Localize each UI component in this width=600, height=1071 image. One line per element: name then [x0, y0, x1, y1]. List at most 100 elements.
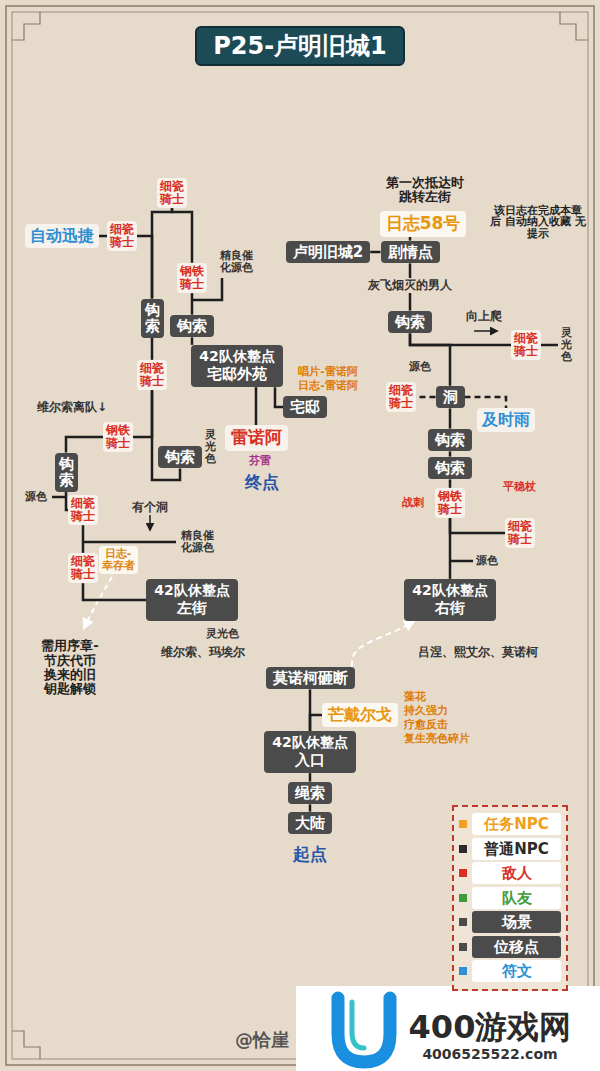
label-text: 灰飞烟灭的男人 — [368, 278, 452, 293]
enemy-box: 细瓷骑士 — [386, 382, 416, 412]
legend-sample: 敌人 — [472, 862, 561, 884]
connector — [449, 518, 452, 579]
scene-box: 莫诺柯砸断 — [266, 667, 355, 690]
label-text: 起点 — [293, 844, 327, 865]
enemy-box: 钢铁骑士 — [103, 422, 133, 452]
scene-box: 钩索 — [55, 453, 78, 492]
scene-box: 洞 — [436, 386, 465, 409]
label-box: 有个洞 — [132, 500, 168, 515]
scene-box: 钩索 — [141, 299, 164, 338]
scene-box: 剧情点 — [381, 241, 440, 264]
rest-point-box: 42队休整点右街 — [404, 579, 495, 621]
scene-box: 钩索 — [428, 429, 472, 452]
label-box: 唱片-雷诺阿 — [298, 365, 358, 379]
node-text: 日志-幸存者 — [102, 548, 135, 572]
label-box: 疗愈反击 — [404, 718, 448, 732]
enemy-box: 细瓷骑士 — [107, 221, 137, 251]
label-text: @恰崖 — [235, 1029, 289, 1052]
label-box: 源色 — [25, 490, 47, 504]
legend-entry: 队友 — [459, 887, 561, 909]
label-box: 战刺 — [402, 496, 424, 510]
node-text: 芒戴尔戈 — [328, 705, 392, 725]
label-box: 需用序章-节庆代币换来的旧钥匙解锁 — [40, 639, 100, 696]
connector — [66, 437, 103, 453]
legend-text: 位移点 — [472, 936, 561, 958]
enemy-box: 细瓷骑士 — [505, 518, 535, 548]
connector — [133, 390, 152, 437]
label-box: 维尔索、玛埃尔 — [161, 645, 245, 660]
node-text: 细瓷骑士 — [508, 520, 532, 546]
connector — [152, 208, 172, 298]
legend-entry: 任务NPC — [459, 813, 561, 835]
rune-box: 及时雨 — [477, 408, 535, 432]
legend-sample: 任务NPC — [472, 813, 561, 835]
scene-box: 钩索 — [428, 457, 472, 480]
label-box: @恰崖 — [235, 1029, 289, 1052]
node-text: 钩索 — [59, 456, 74, 489]
legend-entry: 符文 — [459, 960, 561, 982]
legend-entry: 敌人 — [459, 862, 561, 884]
legend-entry: 位移点 — [459, 936, 561, 958]
rest-point-box: 42队休整点左街 — [146, 579, 237, 621]
label-text: 灵光色 — [561, 327, 572, 363]
dashed-arrow — [84, 577, 112, 628]
node-text: 左街 — [154, 599, 229, 618]
label-box: 起点 — [293, 844, 327, 865]
enemy-box: 细瓷骑士 — [137, 360, 167, 390]
node-text: 钩索 — [145, 302, 160, 335]
label-box: 灵光色 — [205, 429, 216, 465]
rune-box: 自动迅捷 — [25, 224, 99, 248]
label-text: 向上爬 — [466, 309, 502, 324]
label-text: 唱片-雷诺阿 — [298, 365, 358, 379]
label-box: 第一次抵达时 跳转左街 — [385, 176, 466, 205]
legend-swatch — [459, 845, 467, 853]
npc-box: 日志-幸存者 — [99, 546, 138, 574]
legend-sample: 队友 — [472, 887, 561, 909]
legend-entry: 场景 — [459, 911, 561, 933]
node-text: 细瓷骑士 — [389, 384, 413, 410]
label-box: 4006525522.com — [422, 1046, 557, 1064]
enemy-box: 细瓷骑士 — [157, 178, 187, 208]
connector — [99, 235, 107, 238]
scene-box: 宅邸 — [283, 396, 327, 419]
legend-text: 队友 — [472, 887, 561, 909]
node-text: 及时雨 — [482, 410, 530, 430]
leader-line — [52, 278, 558, 561]
node-text: 宅邸 — [290, 398, 320, 417]
label-text: 灵光色 — [206, 627, 239, 641]
label-box: 该日志在完成本章后 自动纳入收藏 无提示 — [489, 205, 588, 240]
label-text: 维尔索离队↓ — [37, 400, 107, 415]
label-text: 持久强力 — [404, 704, 448, 718]
node-text: 剧情点 — [388, 243, 433, 262]
node-text: 莫诺柯砸断 — [273, 669, 348, 688]
boss-box: 雷诺阿 — [225, 425, 288, 450]
label-text: 灵光色 — [205, 429, 216, 465]
label-text: 该日志在完成本章后 自动纳入收藏 无提示 — [489, 205, 588, 240]
label-box: 源色 — [409, 360, 431, 374]
connector — [370, 251, 380, 254]
label-text: 疗愈反击 — [404, 718, 448, 732]
scene-box: 卢明旧城2 — [286, 241, 370, 264]
label-box: 平稳杖 — [503, 480, 536, 494]
legend-sample: 普通NPC — [472, 838, 561, 860]
legend-swatch — [459, 967, 467, 975]
enemy-box: 细瓷骑士 — [68, 553, 98, 583]
node-text: 雷诺阿 — [231, 427, 282, 448]
label-text: 吕涅、熙艾尔、莫诺柯 — [418, 645, 538, 660]
node-text: 细瓷骑士 — [71, 497, 95, 523]
legend-swatch — [459, 820, 467, 828]
scene-box: 钩索 — [388, 311, 432, 334]
label-box: 藻花 — [404, 690, 426, 704]
connector — [416, 396, 436, 399]
enemy-box: 细瓷骑士 — [511, 330, 541, 360]
node-text: 右街 — [412, 599, 487, 618]
label-box: 复生亮色碎片 — [404, 732, 470, 746]
legend-swatch — [459, 894, 467, 902]
node-text: 钢铁骑士 — [180, 265, 204, 291]
connector — [310, 715, 322, 731]
label-text: 需用序章-节庆代币换来的旧钥匙解锁 — [40, 639, 100, 696]
scene-box: 绳索 — [288, 782, 332, 805]
connector — [410, 333, 450, 385]
connector — [191, 293, 194, 314]
